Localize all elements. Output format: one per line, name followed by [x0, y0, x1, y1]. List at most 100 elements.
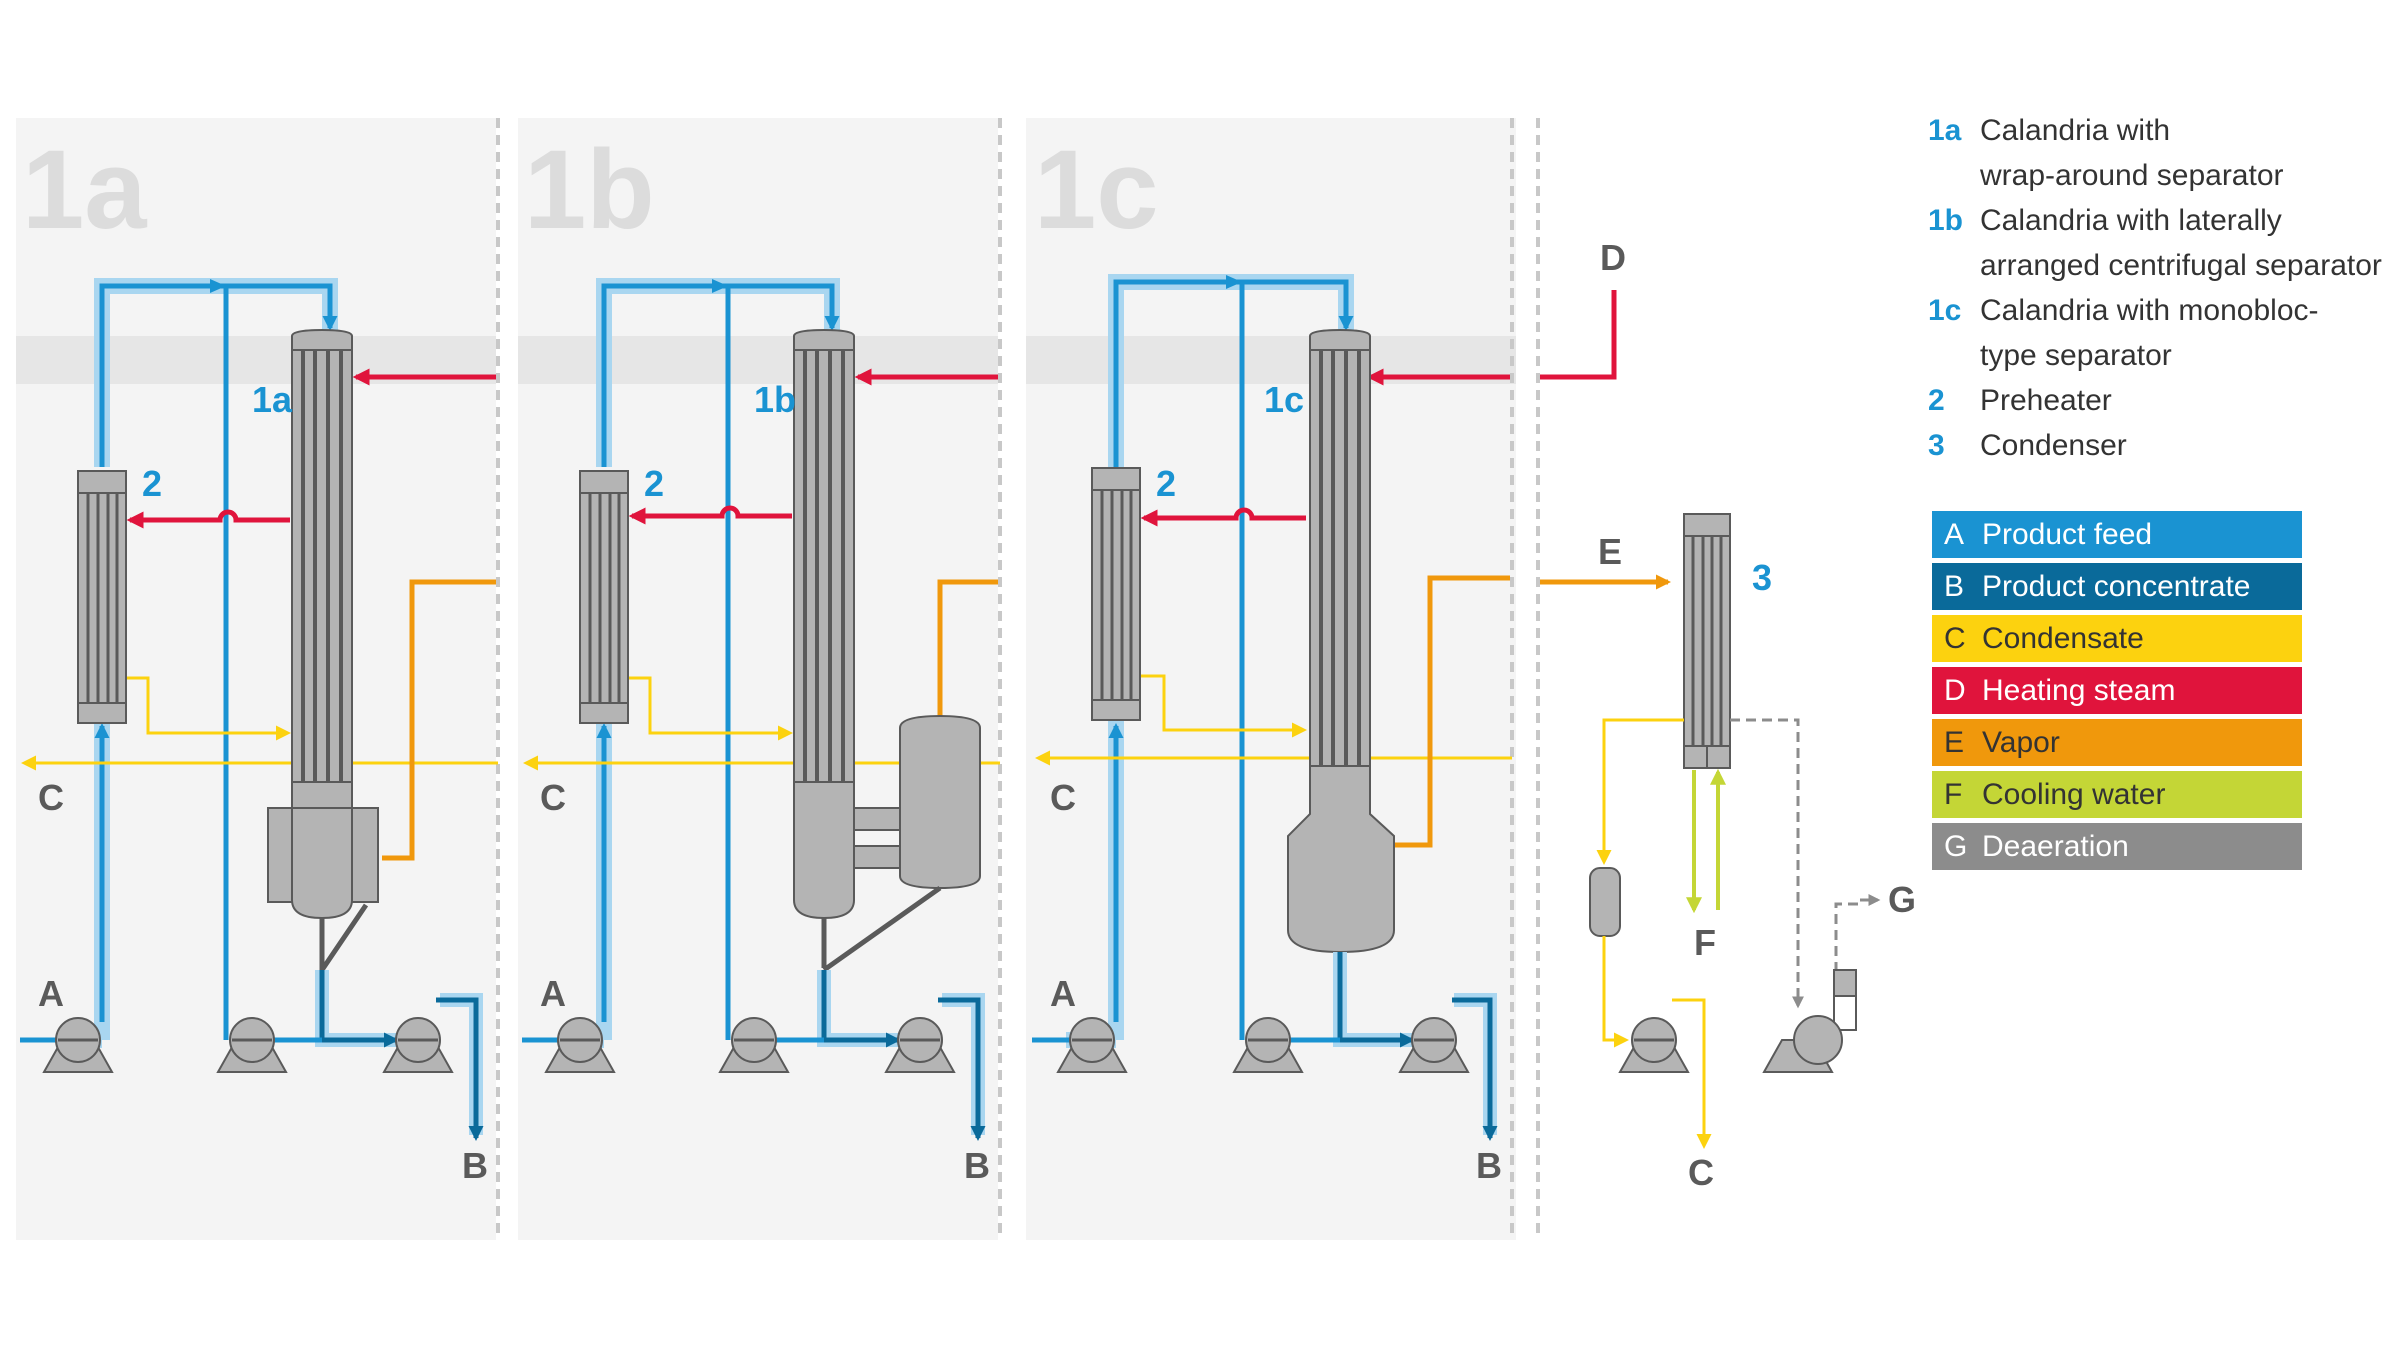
legend-key: G: [1944, 829, 1968, 863]
legend-key: B: [1944, 569, 1965, 603]
feed-pump: [42, 1017, 114, 1073]
section-1b: 1b: [518, 118, 1002, 1240]
condenser-condensate-line: [1596, 718, 1684, 865]
label-E: E: [1598, 531, 1622, 572]
legend-label: Product feed: [1982, 517, 2153, 551]
legend-key: F: [1944, 777, 1963, 811]
label-A: A: [38, 973, 64, 1014]
calandria: [1309, 328, 1371, 767]
circulation-pump: [216, 1017, 288, 1073]
steam-to-preheater-line: [126, 509, 290, 529]
steam-to-preheater-line: [628, 505, 792, 525]
circulation-pump: [1232, 1017, 1304, 1073]
legend-label: Deaeration: [1982, 829, 2129, 863]
legend-key: A: [1944, 517, 1965, 551]
condensate-pump-line: [1602, 936, 1629, 1048]
concentrate-pump: [1398, 1017, 1470, 1073]
section-1c: 1c: [1026, 118, 1540, 1240]
key-desc: Preheater: [1980, 384, 2112, 417]
stream-legend: A Product feed B Product concentrate C Cond…: [1932, 511, 2302, 875]
label-C: C: [1050, 777, 1076, 818]
key-item: 1a Calandria with wrap-around separator: [1928, 108, 2398, 198]
key-item: 1c Calandria with monobloc- type separat…: [1928, 288, 2398, 378]
section-1a: 1a: [16, 118, 500, 1240]
legend-item-cooling-water: F Cooling water: [1932, 771, 2302, 818]
calandria-label: 1a: [252, 379, 293, 420]
condensate-line-1: [1140, 674, 1307, 738]
calandria: [793, 328, 905, 920]
label-B: B: [964, 1145, 990, 1186]
key-desc: Calandria with wrap-around separator: [1980, 114, 2284, 192]
legend-item-deaeration: G Deaeration: [1932, 823, 2302, 870]
concentrate-pump: [382, 1017, 454, 1073]
label-A: A: [540, 973, 566, 1014]
key-item: 2 Preheater: [1928, 378, 2398, 423]
deaeration-out-line: [1834, 894, 1881, 972]
legend-label: Condensate: [1982, 621, 2144, 655]
preheater-label: 2: [1156, 463, 1176, 504]
condensate-receiver: [1589, 867, 1621, 937]
preheater: [579, 470, 629, 724]
concentrate-out-line: [436, 997, 484, 1141]
legend-label: Product concentrate: [1982, 569, 2251, 603]
legend-key: C: [1944, 621, 1966, 655]
key-id: 1b: [1928, 204, 1964, 237]
key-id: 1a: [1928, 114, 1962, 147]
flow-arrow-head: [1226, 275, 1242, 289]
condenser: [1683, 513, 1731, 769]
vacuum-pump: [1762, 969, 1857, 1073]
legend-key: E: [1944, 725, 1965, 759]
key-item: 1b Calandria with laterally arranged cen…: [1928, 198, 2398, 288]
flow-arrow-head: [210, 279, 226, 293]
section-big-label: 1b: [524, 127, 655, 252]
preheater-label: 2: [644, 463, 664, 504]
calandria-label: 1b: [754, 379, 796, 420]
key-id: 1c: [1928, 294, 1962, 327]
label-B: B: [462, 1145, 488, 1186]
concentrate-out-line: [1452, 997, 1498, 1141]
calandria: [267, 328, 379, 920]
key-item: 3 Condenser: [1928, 423, 2398, 468]
label-A: A: [1050, 973, 1076, 1014]
circulation-pump: [718, 1017, 790, 1073]
vapor-line: [1392, 575, 1510, 848]
condenser-label: 3: [1752, 557, 1772, 598]
legend-item-product-concentrate: B Product concentrate: [1932, 563, 2302, 610]
key-desc: Calandria with monobloc- type separator: [1980, 294, 2319, 372]
legend-item-product-feed: A Product feed: [1932, 511, 2302, 558]
legend-label: Cooling water: [1982, 777, 2166, 811]
centrifugal-separator: [899, 714, 981, 890]
key-desc: Calandria with laterally arranged centri…: [1980, 204, 2382, 282]
preheater: [1091, 467, 1141, 721]
key-id: 2: [1928, 384, 1945, 417]
label-C: C: [1688, 1152, 1714, 1193]
deaeration-line: [1730, 718, 1804, 1009]
condensate-discharge-line: [1672, 998, 1712, 1149]
heating-steam-source-line: [1540, 290, 1617, 380]
key-id: 3: [1928, 429, 1945, 462]
label-B: B: [1476, 1145, 1502, 1186]
separator-drain-line: [821, 885, 942, 973]
steam-to-preheater-line: [1140, 507, 1306, 527]
concentrate-pump: [884, 1017, 956, 1073]
separator-drain-line: [319, 903, 369, 972]
feed-pump: [1056, 1017, 1128, 1073]
section-big-label: 1c: [1034, 127, 1159, 252]
condensate-line-1: [628, 676, 793, 741]
condensate-pump: [1618, 1017, 1690, 1073]
condensate-line-1: [126, 676, 291, 741]
condenser-section: D E 3 F C: [1540, 237, 1916, 1193]
legend-label: Heating steam: [1982, 673, 2176, 707]
label-G: G: [1888, 879, 1916, 920]
legend-item-condensate: C Condensate: [1932, 615, 2302, 662]
key-desc: Condenser: [1980, 429, 2127, 462]
label-C: C: [540, 777, 566, 818]
flow-arrow-head: [712, 279, 728, 293]
feed-pump: [544, 1017, 616, 1073]
preheater: [77, 470, 127, 724]
label-F: F: [1694, 922, 1716, 963]
calandria-label: 1c: [1264, 379, 1304, 420]
